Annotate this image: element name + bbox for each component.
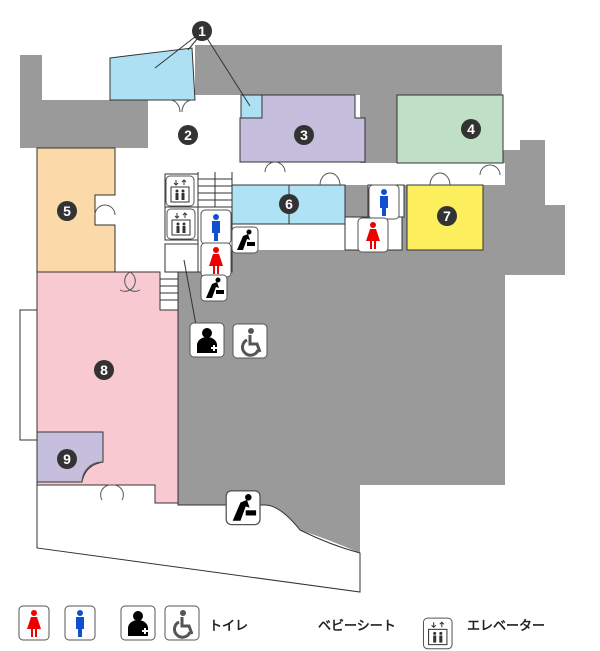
male-toilet-icon	[200, 209, 232, 245]
marker-5[interactable]: 5	[57, 201, 77, 221]
svg-text:9: 9	[63, 451, 71, 467]
legend-male-toilet-icon	[64, 605, 96, 641]
legend-female-toilet-icon	[18, 605, 50, 641]
marker-1[interactable]: 1	[192, 21, 212, 41]
legend-toilet-label: トイレ	[209, 618, 249, 633]
room-1a[interactable]	[109, 47, 196, 101]
leader-lines	[154, 32, 251, 326]
baby-seat-icon	[231, 226, 259, 254]
legend-wheelchair-icon	[163, 604, 201, 642]
marker-9[interactable]: 9	[57, 449, 77, 469]
female-toilet-icon	[357, 217, 389, 253]
legend-elevator-icon	[422, 617, 453, 650]
legend-ostomate-icon	[120, 605, 156, 641]
ostomate-toilet-icon	[189, 322, 225, 358]
room-1b[interactable]	[240, 94, 263, 119]
baby-seat-icon	[200, 274, 228, 302]
svg-text:6: 6	[285, 196, 293, 212]
marker-4[interactable]: 4	[461, 119, 481, 139]
legend-elevator-label: エレベーター	[467, 618, 546, 633]
marker-6[interactable]: 6	[279, 194, 299, 214]
elevator-icon	[165, 175, 195, 207]
male-toilet-icon	[368, 184, 400, 220]
svg-text:4: 4	[467, 121, 475, 137]
elevator-icon	[166, 208, 196, 240]
marker-8[interactable]: 8	[94, 360, 114, 380]
svg-text:2: 2	[184, 127, 192, 143]
wheelchair-toilet-icon	[231, 322, 269, 360]
marker-7[interactable]: 7	[437, 206, 457, 226]
marker-2[interactable]: 2	[178, 125, 198, 145]
svg-text:1: 1	[198, 23, 206, 39]
marker-3[interactable]: 3	[294, 125, 314, 145]
legend-baby-seat-label: ベビーシート	[318, 618, 396, 633]
legend-baby-seat-icon	[225, 490, 261, 526]
svg-text:3: 3	[300, 127, 308, 143]
stairs	[159, 172, 233, 310]
svg-text:5: 5	[63, 203, 71, 219]
room-4[interactable]	[396, 94, 504, 164]
female-toilet-icon	[200, 242, 232, 278]
svg-text:7: 7	[443, 208, 451, 224]
svg-text:8: 8	[100, 362, 108, 378]
doors	[81, 99, 501, 501]
